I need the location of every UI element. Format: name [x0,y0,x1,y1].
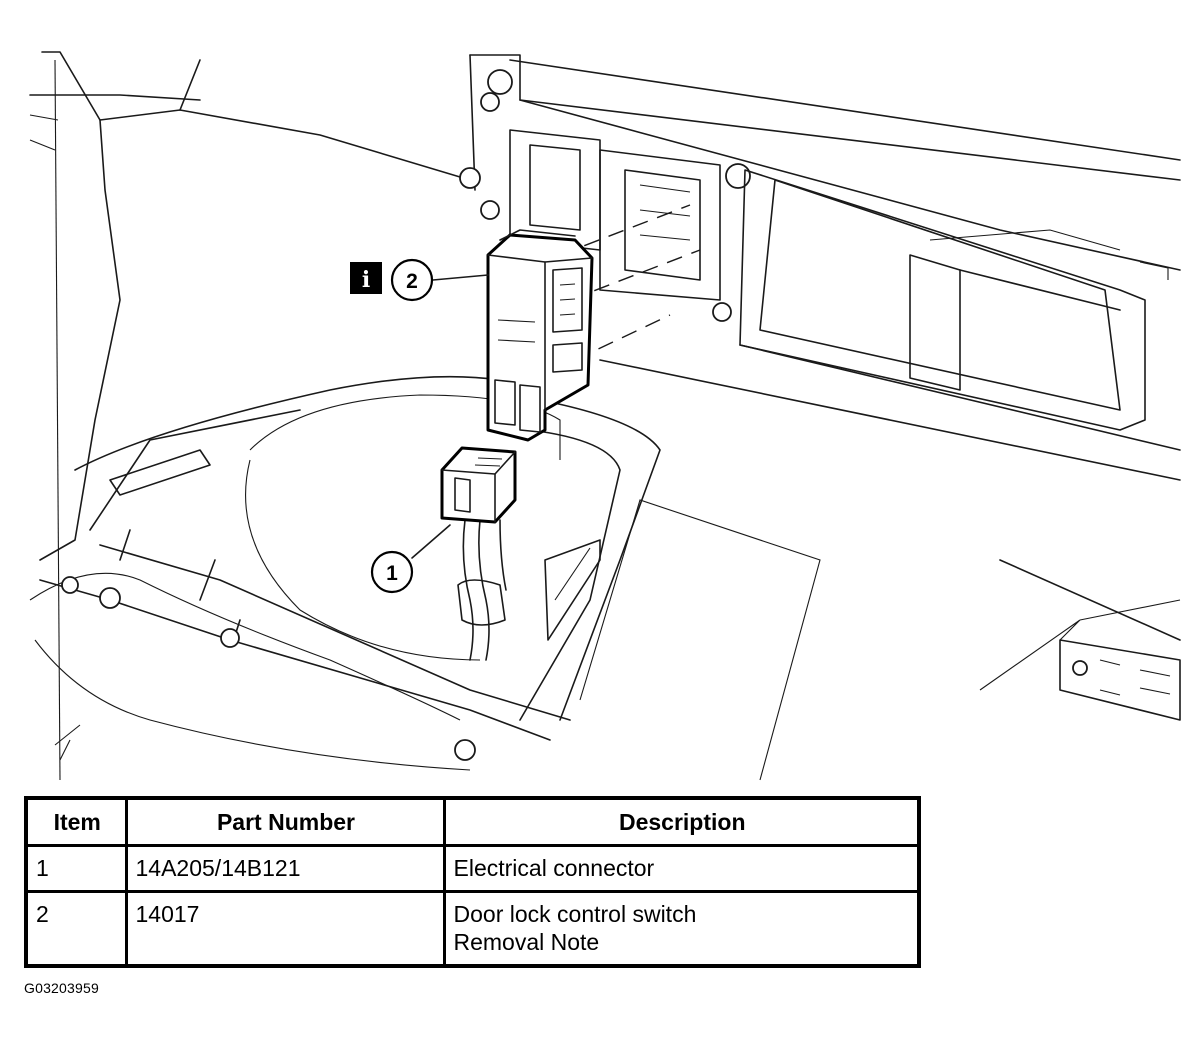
callout-1: 1 [370,550,414,594]
header-part-number: Part Number [124,796,446,847]
door-lock-control-switch [486,229,594,442]
figure-id: G03203959 [24,980,99,996]
callout-label: 1 [386,562,398,585]
description-line: Door lock control switch [453,901,697,927]
removal-note-link[interactable]: Removal Note [453,929,600,955]
guide-lines [559,204,701,361]
header-item: Item [24,796,128,847]
table-row: 2 14017 Door lock control switch Removal… [24,890,921,968]
leader-line-2 [432,274,489,281]
cell-part-number: 14017 [124,890,446,968]
table-header-row: Item Part Number Description [24,796,921,847]
info-icon-glyph: i [362,267,370,293]
callout-2: 2 [390,258,434,302]
electrical-connector [440,446,517,524]
cell-item: 2 [24,890,128,968]
wiring-harness [457,519,507,661]
parts-table: Item Part Number Description 1 14A205/14… [24,796,921,968]
door-panel-outline [29,51,471,781]
table-row: 1 14A205/14B121 Electrical connector [24,844,921,893]
header-description: Description [442,796,921,847]
cell-item: 1 [24,844,128,893]
callout-label: 2 [406,270,418,293]
glovebox-frame [39,375,821,781]
cell-part-number: 14A205/14B121 [124,844,446,893]
cell-description: Door lock control switch Removal Note [442,890,921,968]
right-module [599,169,1181,721]
info-icon[interactable]: i [350,262,382,294]
leader-line-1 [411,524,451,559]
cell-description: Electrical connector [442,844,921,893]
technical-illustration: i 2 1 [29,51,1181,781]
description-line: Electrical connector [453,855,655,881]
